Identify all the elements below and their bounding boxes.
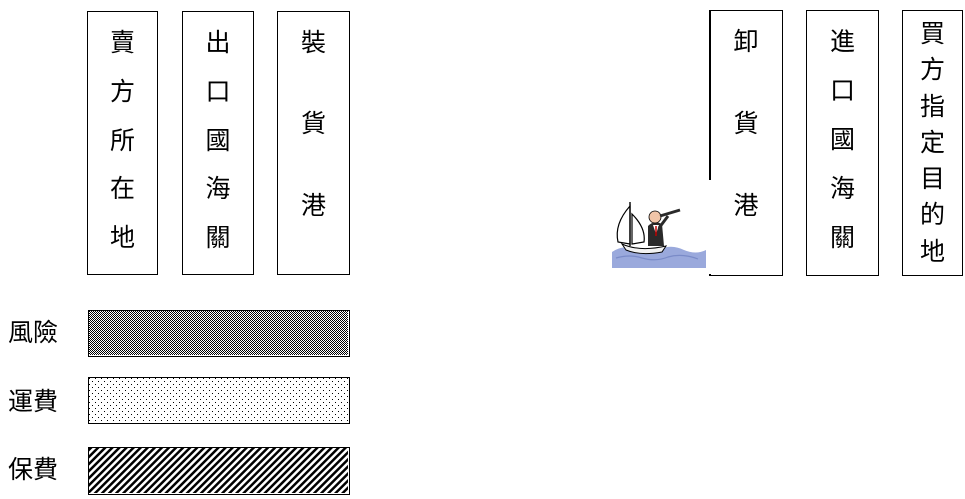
buyer-char: 目 [919,164,945,194]
import-char: 海 [829,174,855,203]
seller-char: 方 [109,76,135,106]
legend-label-freight: 運費 [8,387,59,416]
legend-label-insurance: 保費 [8,455,59,484]
buyer-char: 定 [919,127,945,157]
unloading-box-left-edge-end [709,274,711,276]
box-seller-location: 賣 方 所 在 地 [87,11,158,275]
buyer-char: 買 [919,19,945,48]
buyer-char: 指 [919,91,945,121]
loading-char: 裝 [300,28,326,57]
unloading-char: 卸 [733,27,759,56]
legend-bar-risk [88,310,350,357]
unloading-box-left-edge [709,10,711,180]
box-export-customs: 出 口 國 海 關 [182,11,254,275]
seller-char: 所 [109,125,135,155]
unloading-char: 貨 [733,109,759,138]
seller-char: 在 [109,174,135,204]
unloading-char: 港 [733,191,759,220]
import-char: 關 [829,223,855,252]
risk-pattern [89,311,348,355]
buyer-char: 方 [919,55,945,85]
export-char: 出 [205,28,231,57]
export-char: 關 [205,223,231,253]
loading-char: 港 [300,190,326,220]
import-char: 國 [829,125,855,154]
box-unloading-port: 卸 貨 港 [710,10,783,276]
import-char: 進 [829,27,855,56]
ship-icon [612,202,706,268]
export-char: 國 [205,125,231,155]
seller-char: 地 [109,223,135,253]
export-char: 海 [205,174,231,204]
box-loading-port: 裝 貨 港 [277,11,350,275]
buyer-char: 的 [919,200,945,230]
freight-pattern [89,378,348,422]
legend-bar-insurance [88,447,350,495]
insurance-pattern [89,448,348,493]
export-char: 口 [205,76,231,106]
box-buyer-destination: 買 方 指 定 目 的 地 [902,10,963,276]
buyer-char: 地 [919,236,945,266]
legend-label-risk: 風險 [8,318,59,347]
legend-bar-freight [88,377,350,424]
box-import-customs: 進 口 國 海 關 [806,10,879,276]
import-char: 口 [829,76,855,105]
seller-char: 賣 [109,28,135,57]
loading-char: 貨 [300,109,326,139]
